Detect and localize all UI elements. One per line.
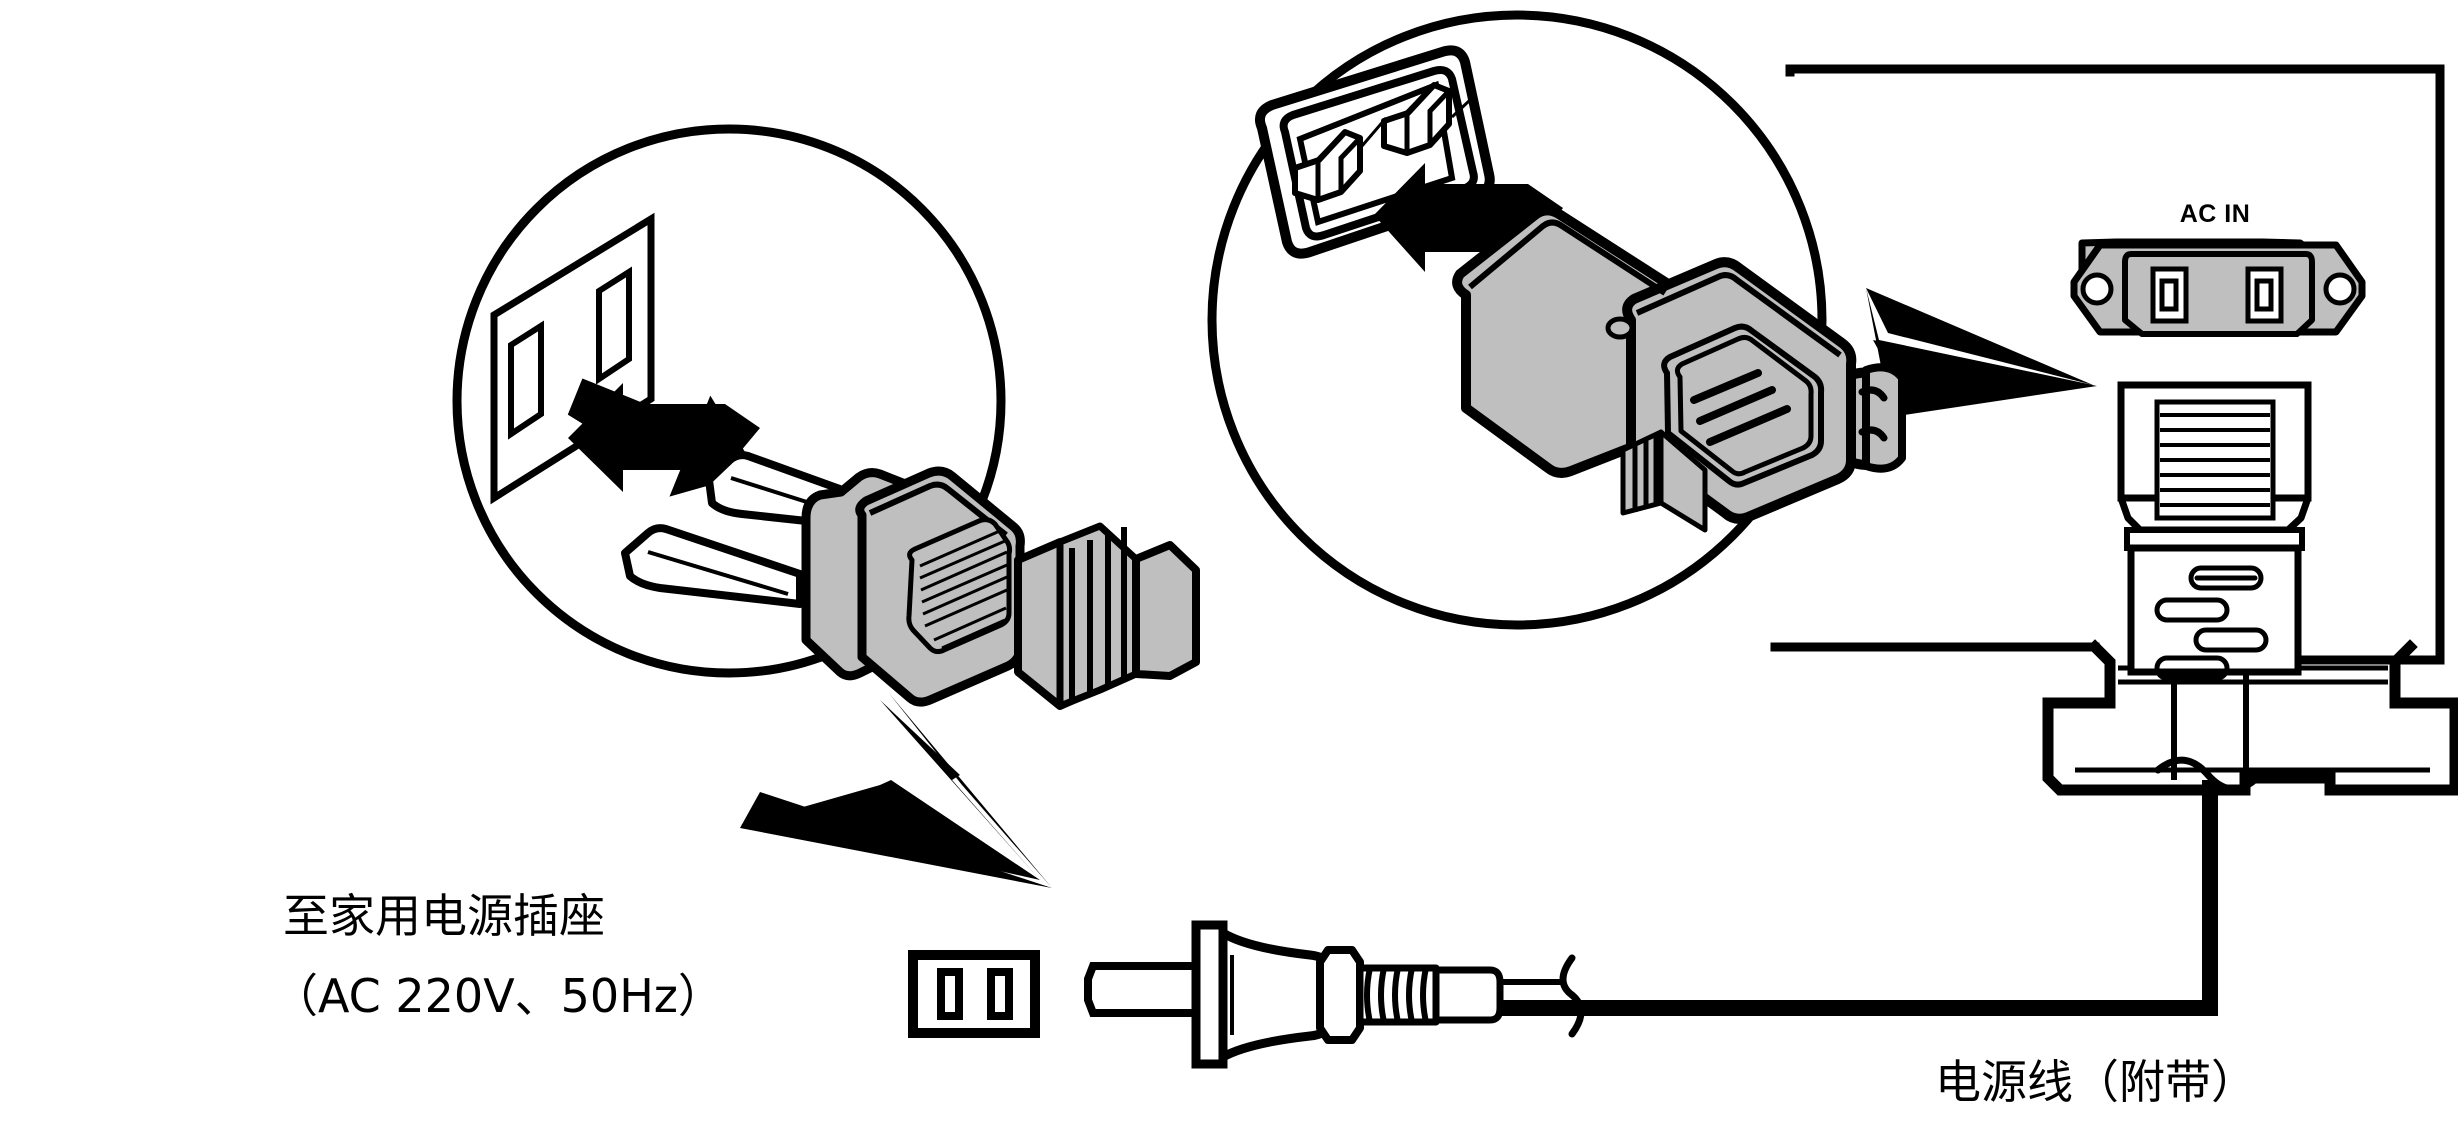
power-cord-label: 电源线（附带） <box>1935 1055 2257 1109</box>
plug-side-view <box>1084 920 1585 1069</box>
connector-plugged-in <box>2117 381 2312 793</box>
outlet-label-line2: （AC 220V、50Hz） <box>272 969 724 1023</box>
power-cable <box>1488 780 2218 1016</box>
strain-relief <box>1014 522 1200 710</box>
connector-side-ribs <box>1620 429 1708 533</box>
device-outline <box>1770 64 2458 796</box>
callout-leader-left <box>740 692 1052 888</box>
plug-body <box>801 466 1200 710</box>
outlet-label-line1: 至家用电源插座 <box>283 889 605 943</box>
iec-connector-body <box>1452 205 1906 533</box>
callout-leader-right <box>1866 288 2097 418</box>
wall-outlet-icon <box>908 950 1040 1038</box>
wall-outlet-detail-circle <box>452 124 1200 710</box>
ac-in-inlet[interactable] <box>2070 238 2366 337</box>
ac-in-detail-circle <box>1207 10 1906 630</box>
ac-in-label: AC IN <box>2180 200 2251 228</box>
